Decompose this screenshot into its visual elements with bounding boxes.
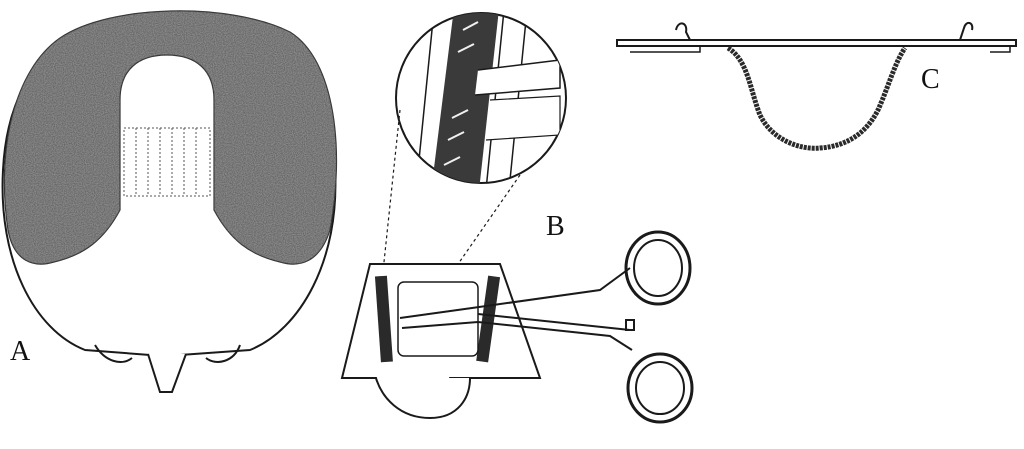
right-tab [940, 45, 1011, 53]
panel-c-profile [616, 22, 1017, 151]
panel-b-device [340, 12, 694, 424]
left-hook [675, 22, 691, 41]
left-tab [630, 45, 701, 53]
magnified-view [414, 13, 561, 183]
curved-strip [726, 45, 908, 151]
left-ear [94, 344, 133, 363]
donor-strip [123, 127, 211, 197]
right-strip [476, 275, 501, 363]
applicator-base [375, 377, 471, 420]
top-bar [616, 39, 1017, 47]
panel-a-head [1, 10, 338, 393]
nose [147, 353, 187, 393]
panel-label-c: C [921, 64, 940, 95]
forceps [399, 230, 694, 424]
center-window [397, 281, 479, 357]
left-strip [374, 275, 393, 363]
right-hook [959, 22, 974, 41]
panel-label-a: A [10, 336, 31, 367]
right-ear [205, 344, 241, 363]
panel-label-b: B [546, 211, 565, 242]
